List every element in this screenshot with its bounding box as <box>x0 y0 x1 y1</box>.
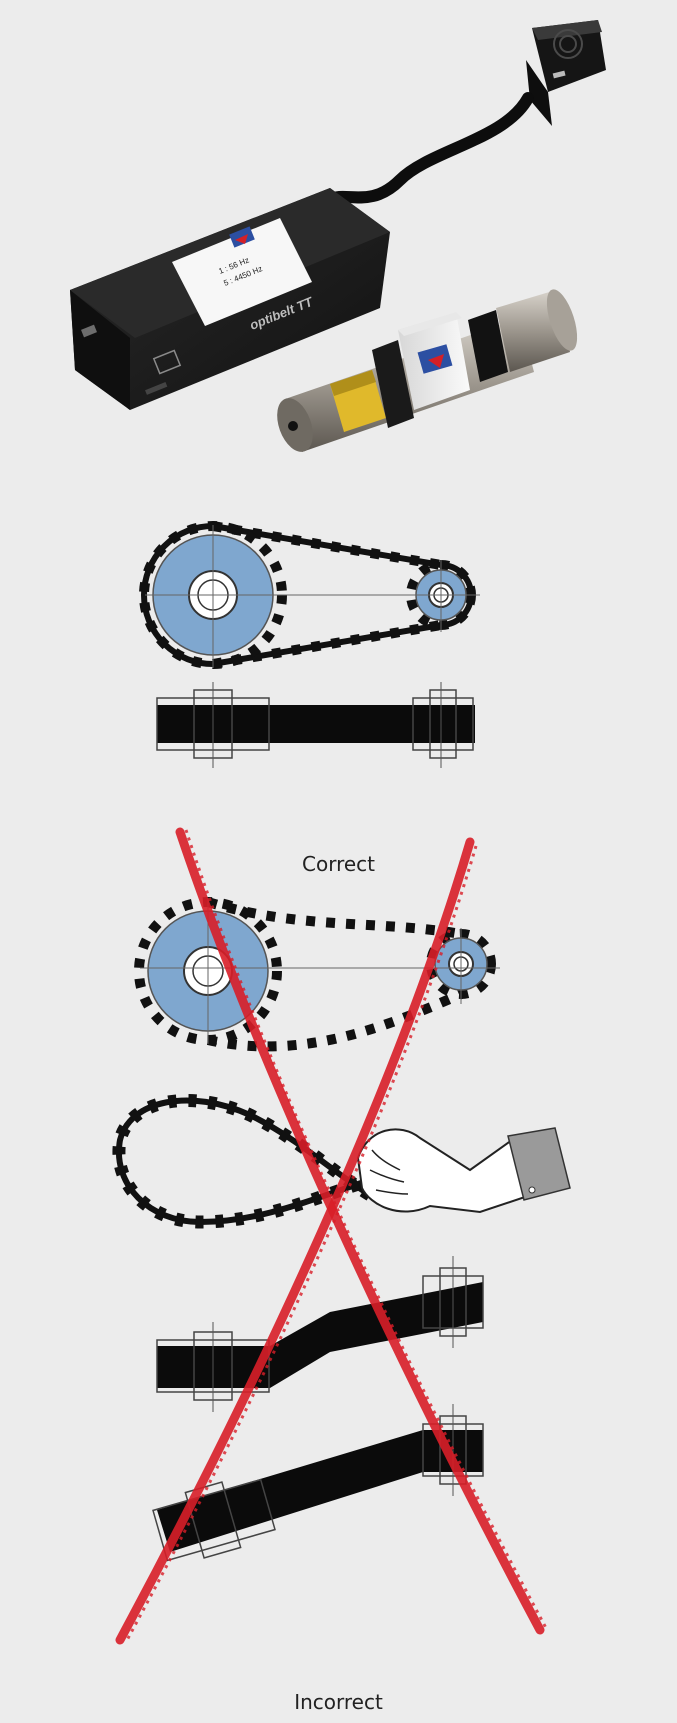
incorrect-side-view-1 <box>156 1256 484 1412</box>
belt-side <box>157 705 475 743</box>
sensor-head <box>526 20 606 126</box>
device-screen <box>172 218 312 326</box>
caption-correct: Correct <box>302 852 375 876</box>
optibelt-logo-icon <box>152 349 182 375</box>
incorrect-kinked-belt <box>112 1094 571 1229</box>
laser-sensor <box>277 289 578 452</box>
correct-top-view <box>139 521 480 669</box>
sensor-cable <box>324 92 534 206</box>
hand-icon <box>356 1127 571 1214</box>
incorrect-cross-mark <box>115 827 548 1645</box>
card-slot <box>145 382 168 395</box>
correct-side-view <box>156 682 475 768</box>
measuring-device-body: 1 : 56 Hz 5 : 4450 Hz optibelt TT <box>70 188 390 410</box>
caption-incorrect: Incorrect <box>294 1690 383 1714</box>
optibelt-tt-device: 1 : 56 Hz 5 : 4450 Hz optibelt TT <box>70 20 606 452</box>
usb-port <box>81 324 97 338</box>
